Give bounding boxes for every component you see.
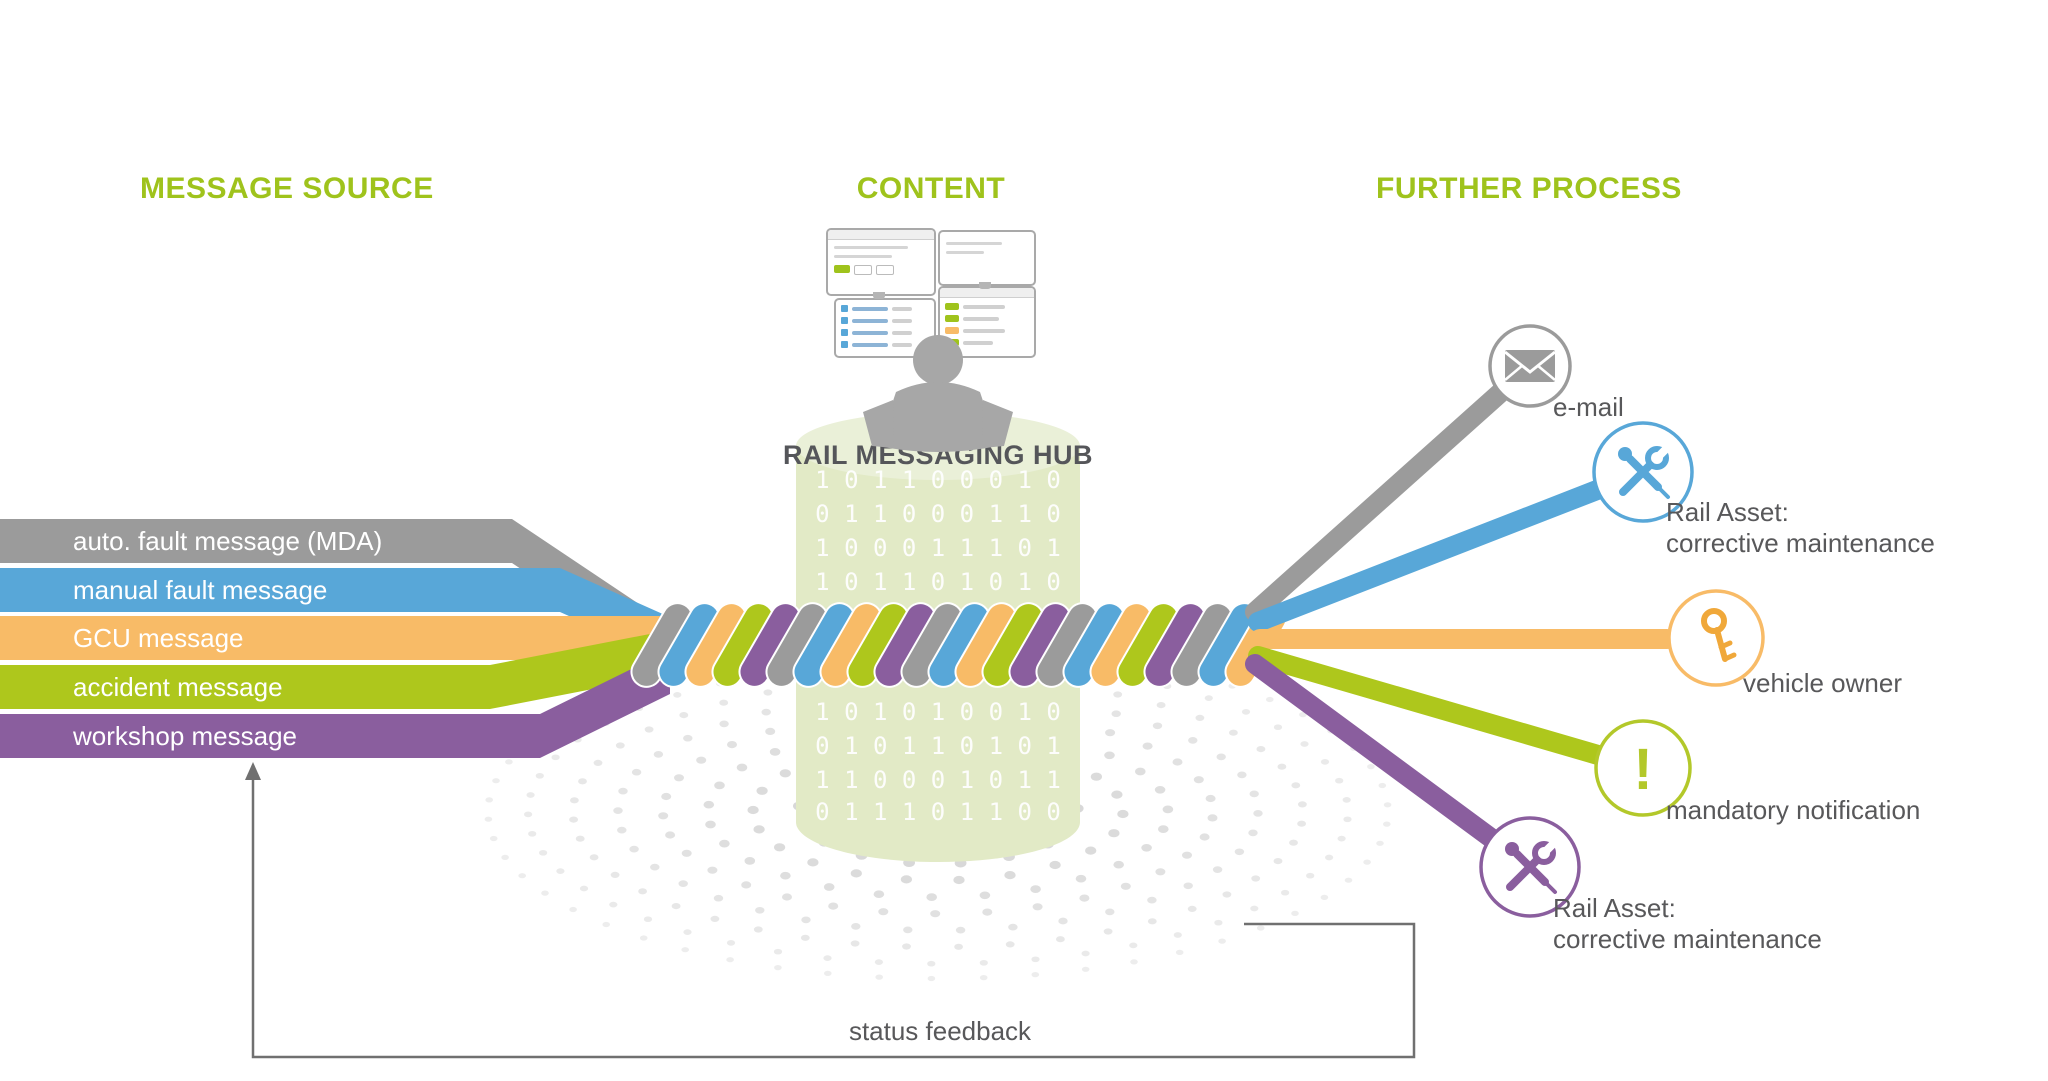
process-label-line: mandatory notification (1666, 795, 1921, 825)
feedback-arrowhead-icon (245, 762, 261, 780)
screen-mockup-dot (841, 329, 848, 336)
screen-mockup-tag (945, 327, 959, 334)
source-ribbon-manual-fault (0, 568, 665, 659)
monitor-stand (979, 282, 991, 289)
screen-mockup-line (963, 316, 999, 321)
screen-mockup-row (945, 327, 1029, 334)
screen-mockup-line (946, 242, 1003, 245)
binary-row: 1 0 1 1 0 1 0 1 0 (815, 568, 1061, 596)
process-label-line: Rail Asset: (1666, 497, 1789, 527)
process-label-rail-asset-blue: Rail Asset: corrective maintenance (1666, 497, 1935, 559)
binary-row: 1 0 0 0 1 1 1 0 1 (815, 534, 1061, 562)
screen-mockup-line (892, 330, 912, 335)
person-arm-right (982, 400, 1013, 448)
screen-mockup-chips (834, 265, 928, 275)
status-feedback-loop (245, 762, 1416, 1059)
screen-mockup-row (945, 315, 1029, 322)
screen-mockup-line (892, 342, 912, 347)
source-ribbon-accident (0, 633, 655, 709)
source-label-manual-fault: manual fault message (73, 574, 328, 605)
process-line-email (1245, 383, 1510, 622)
screen-mockup-line (946, 251, 984, 254)
vehicle-owner-circle (1667, 589, 1765, 687)
hub-binary: 1 0 1 1 0 0 0 1 0 0 1 1 0 0 0 1 1 0 1 0 … (815, 466, 1061, 826)
process-lines (1245, 383, 1677, 848)
binary-row: 1 1 0 0 0 1 0 1 1 (815, 766, 1061, 794)
process-label-email: e-mail (1553, 392, 1624, 423)
source-ribbons (0, 519, 680, 758)
process-label-rail-asset-purple: Rail Asset: corrective maintenance (1553, 893, 1822, 955)
exclamation-icon: ! (1633, 737, 1652, 802)
key-icon (1701, 608, 1737, 662)
process-circles: ! (1479, 324, 1765, 918)
message-braid (630, 602, 1288, 688)
screen-mockup-line (852, 318, 888, 323)
process-label-line: e-mail (1553, 392, 1624, 422)
person-head (913, 335, 963, 385)
source-label-workshop: workshop message (73, 720, 297, 751)
header-content: CONTENT (856, 172, 1006, 205)
process-line-rail-asset-blue (1248, 480, 1607, 632)
screen-mockup-line (852, 306, 888, 311)
screen-mockup-tag (945, 315, 959, 322)
binary-row: 1 0 1 0 1 0 0 1 0 (815, 698, 1061, 726)
binary-row: 0 1 0 1 1 0 1 0 1 (815, 732, 1061, 760)
screen-mockup-dot (841, 305, 848, 312)
screen-mockup-line (834, 246, 909, 249)
screen-mockup-line (892, 318, 912, 323)
header-message-source: MESSAGE SOURCE (140, 172, 434, 205)
source-ribbon-auto-fault (0, 519, 660, 662)
screen-mockup-bar (940, 288, 1034, 298)
screen-mockup-tag (945, 303, 959, 310)
process-label-line: Rail Asset: (1553, 893, 1676, 923)
source-label-gcu: GCU message (73, 622, 244, 653)
screen-mockup-1 (826, 228, 936, 296)
screen-mockup-line (963, 340, 993, 345)
screen-mockup-line (963, 304, 1005, 309)
screen-mockup-chip (834, 265, 850, 273)
process-label-line: corrective maintenance (1553, 924, 1822, 954)
screen-mockup-line (963, 328, 1005, 333)
process-label-vehicle-owner: vehicle owner (1743, 668, 1902, 699)
screen-mockup-line (892, 306, 912, 311)
header-further-process: FURTHER PROCESS (1376, 172, 1682, 205)
process-label-line: vehicle owner (1743, 668, 1902, 698)
mandatory-notification-circle (1594, 719, 1692, 817)
person-torso (878, 382, 998, 452)
process-line-rail-asset-purple (1245, 654, 1501, 848)
screen-mockup-row (841, 329, 929, 336)
screen-mockup-chip (854, 265, 872, 275)
source-ribbon-workshop (0, 650, 670, 758)
binary-row: 1 0 1 1 0 0 0 1 0 (815, 466, 1061, 494)
screen-mockup-row (945, 303, 1029, 310)
screen-mockup-row (841, 317, 929, 324)
process-line-mandatory (1248, 646, 1608, 765)
feedback-line (251, 779, 1416, 1059)
envelope-icon (1504, 350, 1556, 382)
process-label-line: corrective maintenance (1666, 528, 1935, 558)
monitor-stand (873, 292, 885, 299)
person-arm-left (863, 400, 894, 448)
screen-mockup-line (852, 330, 888, 335)
screen-mockup-row (841, 341, 929, 348)
screen-mockup-chip (876, 265, 894, 275)
screen-mockup-dot (841, 317, 848, 324)
screen-mockup-bar (828, 230, 934, 240)
screen-mockup-line (852, 342, 888, 347)
source-label-auto-fault: auto. fault message (MDA) (73, 525, 383, 556)
binary-row: 0 1 1 0 0 0 1 1 0 (815, 500, 1061, 528)
binary-row: 0 1 1 1 0 1 1 0 0 (815, 798, 1061, 826)
status-feedback-label: status feedback (848, 1016, 1032, 1046)
operator-person (863, 335, 1013, 452)
screen-mockup-dot (841, 341, 848, 348)
process-label-mandatory: mandatory notification (1666, 795, 1920, 826)
source-label-accident: accident message (73, 671, 283, 702)
screen-mockup-row (841, 305, 929, 312)
screen-mockup-line (834, 255, 893, 258)
